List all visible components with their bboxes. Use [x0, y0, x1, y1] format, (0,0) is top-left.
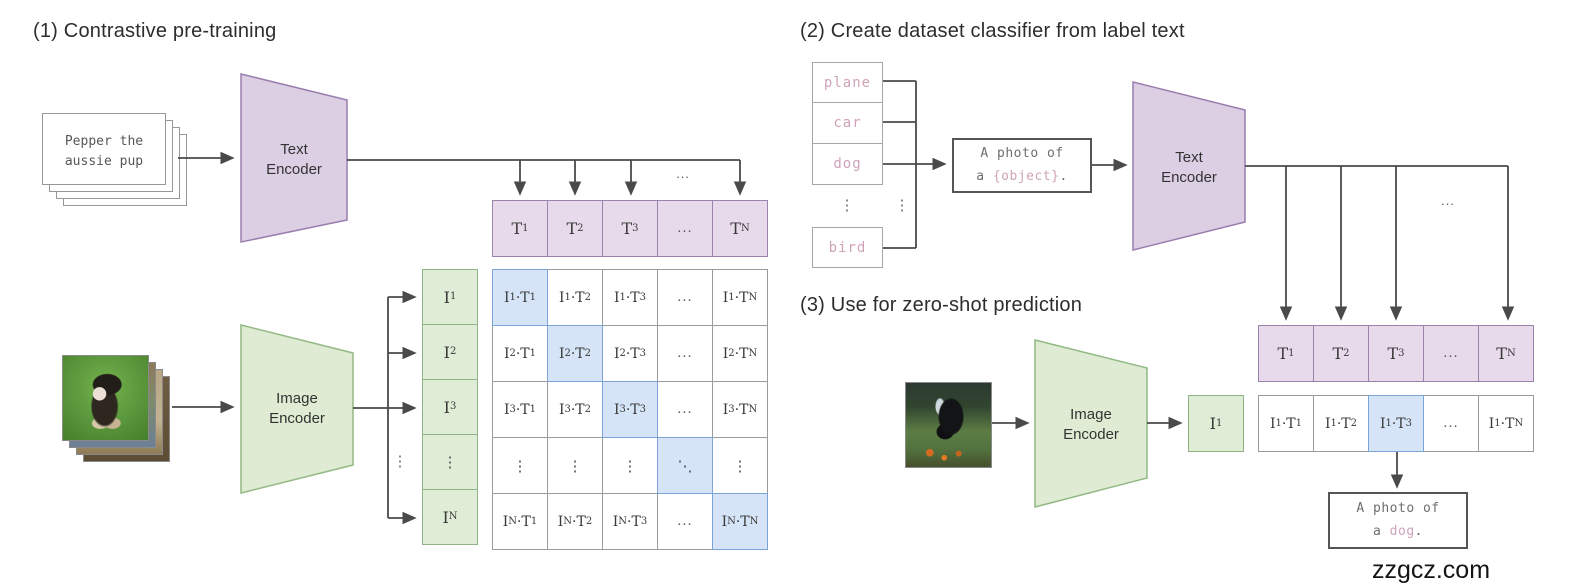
matrix-cell: ⋱ — [657, 437, 713, 494]
matrix-cell: ⋮ — [712, 437, 768, 494]
class-label-car: car — [812, 102, 883, 144]
section1-title: (1) Contrastive pre-training — [33, 20, 277, 42]
image-encoder-label: Image Encoder — [269, 390, 325, 428]
text-embedding-cell: ... — [657, 200, 713, 257]
text-encoder-shape — [240, 73, 348, 243]
vertical-dots: ⋮ — [392, 453, 408, 470]
matrix-cell: ⋮ — [602, 437, 658, 494]
predicted-class: dog — [1389, 523, 1415, 539]
similarity-cell: ... — [1423, 395, 1479, 452]
result-line2: a dog. — [1373, 523, 1423, 539]
matrix-cell: ⋮ — [492, 437, 548, 494]
matrix-cell: ⋮ — [547, 437, 603, 494]
matrix-cell: ... — [657, 269, 713, 326]
prompt-object-slot: {object} — [992, 168, 1060, 184]
text-encoder-2-label: Text Encoder — [1161, 149, 1217, 187]
text-embedding-cell: ... — [1423, 325, 1479, 382]
section3-title: (3) Use for zero-shot prediction — [800, 294, 1083, 316]
matrix-cell: ... — [657, 381, 713, 438]
image-embedding-cell: ⋮ — [422, 434, 478, 490]
matrix-cell: ... — [657, 493, 713, 550]
puppy-photo — [62, 355, 149, 441]
matrix-cell: ... — [657, 325, 713, 382]
vertical-dots: ⋮ — [839, 197, 855, 214]
text-encoder-2-shape — [1132, 81, 1246, 251]
vertical-dots: ⋮ — [894, 197, 910, 214]
image-encoder-3-shape — [1034, 339, 1148, 508]
caption-line: Pepper the — [64, 134, 144, 149]
ellipsis: ... — [1441, 193, 1455, 208]
section2-title: (2) Create dataset classifier from label… — [800, 20, 1185, 42]
class-label-dog: dog — [812, 143, 883, 185]
class-label-bird: bird — [812, 227, 883, 268]
dog-photo — [905, 382, 992, 468]
image-encoder-3-label: Image Encoder — [1063, 406, 1119, 444]
prompt-line1: A photo of — [980, 146, 1064, 162]
prompt-template-box: A photo of a {object}. — [952, 138, 1092, 193]
text-snippet-card: Pepper the aussie pup — [42, 113, 166, 185]
text-encoder-label: Text Encoder — [266, 141, 322, 179]
prompt-line2: a {object}. — [976, 168, 1068, 184]
prediction-result-box: A photo of a dog. — [1328, 492, 1468, 549]
ellipsis: ... — [676, 166, 690, 181]
image-encoder-shape — [240, 324, 354, 494]
caption-line: aussie pup — [64, 154, 144, 170]
watermark: zzgcz.com — [1371, 556, 1491, 584]
matrix-row: ⋮⋮⋮⋱⋮ — [492, 437, 768, 494]
class-label-plane: plane — [812, 62, 883, 103]
result-line1: A photo of — [1356, 501, 1440, 517]
